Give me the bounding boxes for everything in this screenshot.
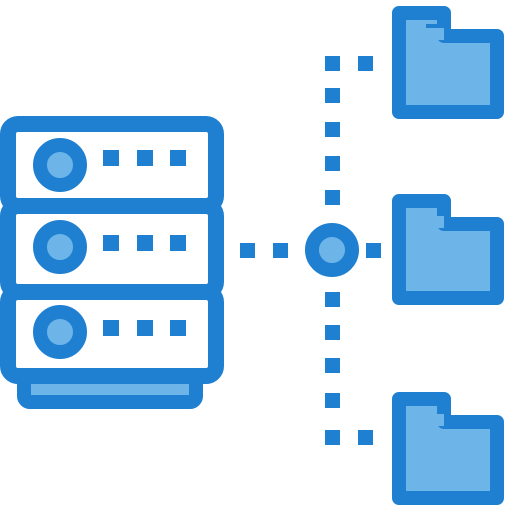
connector-vertical: [325, 56, 340, 445]
server-unit-3: [0, 284, 224, 384]
folder-icon: [392, 6, 504, 119]
connector-dot: [325, 358, 340, 373]
server-vent-dot: [170, 320, 186, 336]
connector-dot: [325, 325, 340, 340]
connector-dot: [240, 243, 255, 258]
connector-dot: [358, 430, 373, 445]
network-hub-icon: [305, 223, 359, 277]
connector-dot: [366, 243, 381, 258]
server-led-icon: [33, 305, 87, 359]
connector-dot: [325, 122, 340, 137]
connector-dot: [325, 156, 340, 171]
server-vent-dot: [137, 235, 153, 251]
server-vent-dot: [103, 320, 119, 336]
folder-icon: [392, 392, 504, 505]
connector-dot: [325, 292, 340, 307]
server-vent-dot: [137, 150, 153, 166]
connector-dot: [325, 56, 340, 71]
connector-to-folders: [358, 56, 373, 445]
folder-icon: [392, 194, 504, 305]
connector-dot: [325, 393, 340, 408]
server-icon: [0, 116, 224, 409]
network-connectors: [240, 56, 381, 445]
connector-dot: [325, 88, 340, 103]
connector-dot: [358, 56, 373, 71]
connector-dot: [325, 190, 340, 205]
server-unit-1: [0, 116, 224, 214]
server-vent-dot: [103, 235, 119, 251]
server-led-icon: [33, 220, 87, 274]
connector-dot: [325, 430, 340, 445]
connector-dot: [273, 243, 288, 258]
server-vent-dot: [103, 150, 119, 166]
server-vent-dot: [137, 320, 153, 336]
server-vent-dot: [170, 235, 186, 251]
server-led-icon: [33, 138, 87, 192]
server-vent-dot: [170, 150, 186, 166]
server-unit-2: [0, 198, 224, 300]
connector-server-to-hub: [240, 243, 381, 258]
